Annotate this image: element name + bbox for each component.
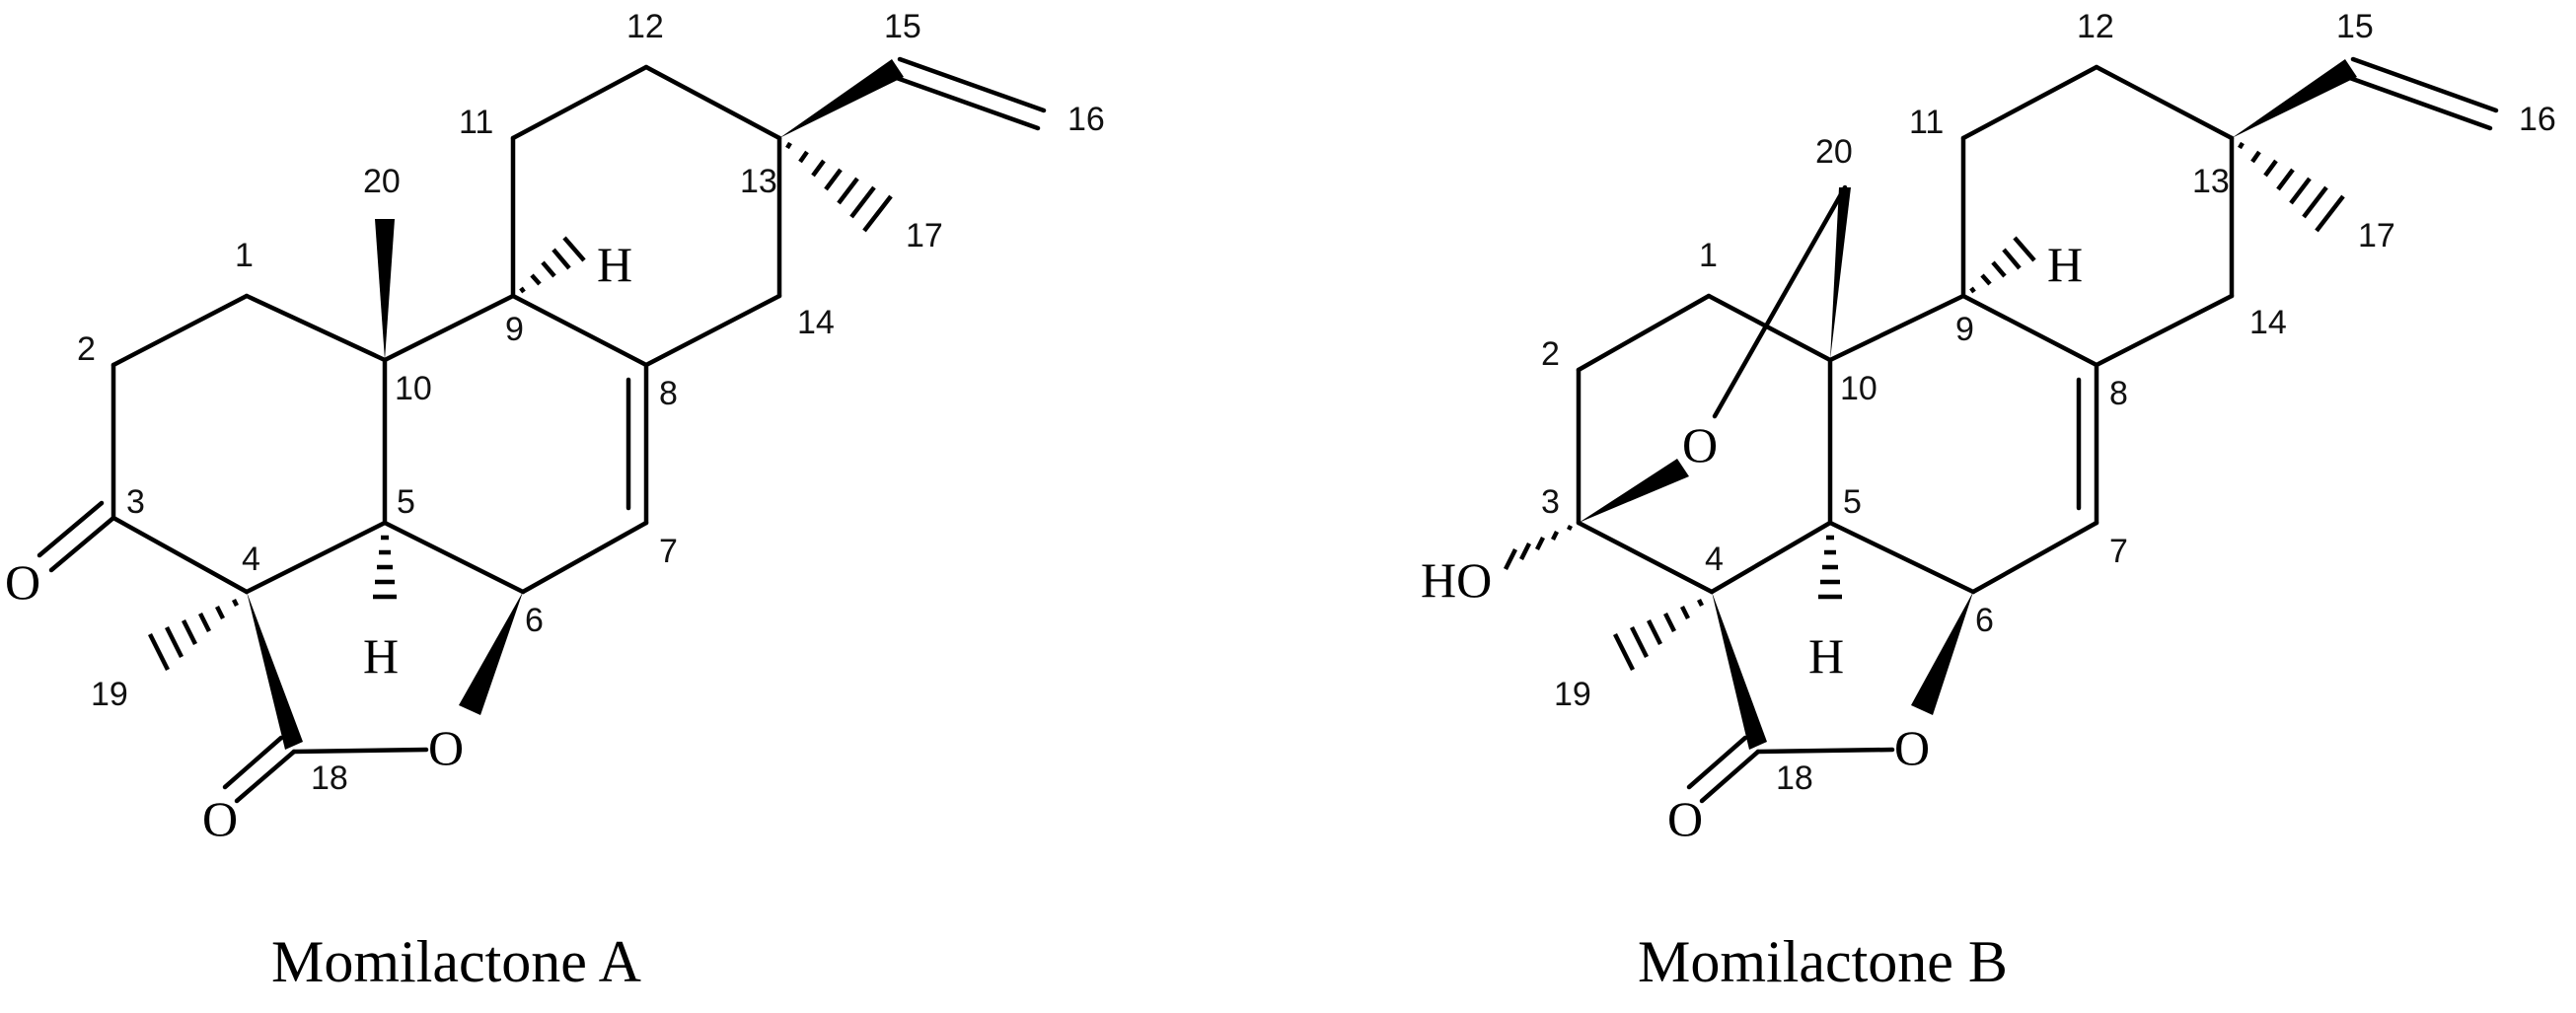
molecule-title-b: Momilactone B	[1638, 929, 2008, 994]
locant-b-10: 10	[1840, 370, 1877, 407]
locant-b-20: 20	[1815, 133, 1853, 171]
locant-b-1: 1	[1699, 237, 1718, 274]
locant-b-12: 12	[2077, 8, 2114, 45]
locant-a-14: 14	[797, 304, 835, 341]
locant-b-16: 16	[2519, 101, 2556, 138]
atom-o-ketone-a: O	[5, 554, 40, 610]
atom-o-carbonyl-a: O	[202, 791, 238, 846]
locants-a: 1 2 3 4 5 6 7 8 9 10 11 12 13 14 15 16 1…	[77, 8, 1105, 797]
hashes-a	[147, 141, 893, 672]
locant-b-9: 9	[1955, 311, 1974, 348]
molecule-momilactone-a: O H H O O 1 2 3 4 5 6 7 8 9 10 11 12 13 …	[5, 8, 1105, 994]
locant-b-18: 18	[1776, 760, 1813, 797]
locant-a-13: 13	[740, 163, 777, 200]
locant-a-19: 19	[91, 676, 128, 713]
locant-b-17: 17	[2358, 217, 2395, 254]
bonds-b	[1576, 56, 2499, 804]
locant-b-7: 7	[2109, 533, 2128, 570]
locant-a-12: 12	[626, 8, 664, 45]
wedges-b	[1579, 59, 2357, 750]
atom-h5-a: H	[363, 628, 399, 684]
locants-b: 1 2 3 4 5 6 7 8 9 10 11 12 13 14 15 16 1…	[1541, 8, 2556, 797]
locant-a-2: 2	[77, 330, 96, 368]
locant-a-10: 10	[395, 370, 432, 407]
molecule-title-a: Momilactone A	[271, 929, 641, 994]
locant-a-17: 17	[906, 217, 943, 254]
bonds-a	[37, 56, 1047, 804]
locant-a-18: 18	[311, 760, 348, 797]
locant-a-15: 15	[884, 8, 921, 45]
molecule-momilactone-b: HO O H H O O 1 2 3 4 5 6 7 8 9 10 11 12 …	[1421, 8, 2556, 994]
locant-b-2: 2	[1541, 335, 1560, 373]
locant-a-1: 1	[235, 237, 254, 274]
atom-o-ring-b: O	[1894, 720, 1930, 775]
locant-a-7: 7	[659, 533, 678, 570]
atom-o-carbonyl-b: O	[1667, 791, 1703, 846]
locant-a-6: 6	[525, 602, 544, 639]
locant-a-9: 9	[505, 311, 524, 348]
locant-a-8: 8	[659, 375, 678, 412]
atom-o-ring-a: O	[428, 720, 464, 775]
locant-b-3: 3	[1541, 483, 1560, 521]
locant-b-19: 19	[1554, 676, 1591, 713]
locant-a-16: 16	[1067, 101, 1105, 138]
locant-b-13: 13	[2192, 163, 2230, 200]
locant-b-14: 14	[2249, 304, 2287, 341]
locant-a-20: 20	[363, 163, 401, 200]
locant-b-5: 5	[1843, 483, 1862, 521]
locant-a-4: 4	[242, 541, 260, 578]
locant-a-5: 5	[397, 483, 415, 521]
atom-o-bridge-b: O	[1682, 417, 1718, 472]
locant-a-3: 3	[126, 483, 145, 521]
atom-h5-b: H	[1808, 628, 1844, 684]
atoms-a: O H H O O	[5, 237, 632, 846]
atoms-b: HO O H H O O	[1421, 237, 2083, 846]
locant-a-11: 11	[459, 104, 493, 141]
locant-b-15: 15	[2336, 8, 2374, 45]
atom-h9-a: H	[597, 237, 632, 292]
atom-h9-b: H	[2047, 237, 2083, 292]
wedges-a	[247, 59, 904, 750]
atom-ho-b: HO	[1421, 552, 1492, 608]
hashes-b	[1503, 141, 2345, 672]
locant-b-4: 4	[1705, 541, 1724, 578]
locant-b-8: 8	[2109, 375, 2128, 412]
locant-b-11: 11	[1909, 104, 1944, 141]
locant-b-6: 6	[1975, 602, 1994, 639]
